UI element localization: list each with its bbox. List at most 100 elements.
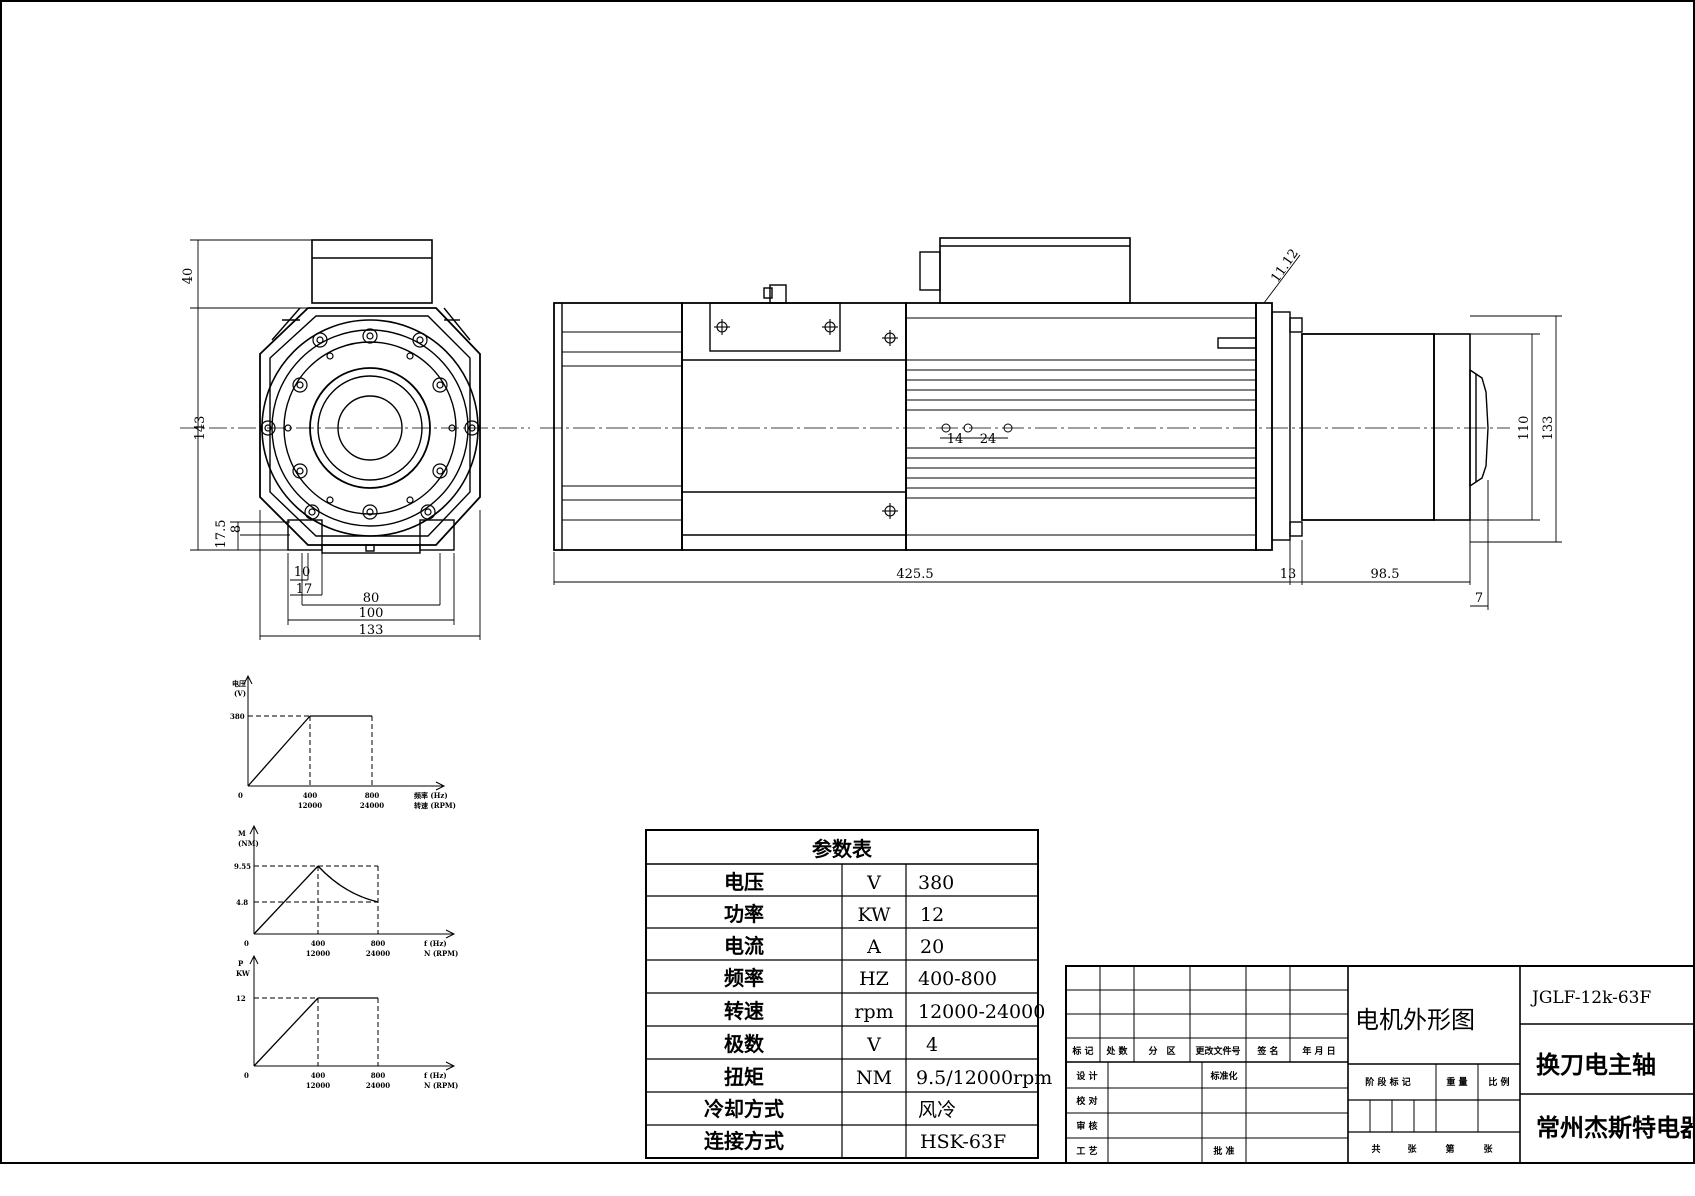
param-table-title: 参数表 (812, 837, 873, 861)
tb-header-zone: 分 区 (1148, 1045, 1175, 1057)
param-value: 9.5/12000rpm (916, 1067, 1052, 1089)
g3-ylabel-2: KW (236, 969, 250, 978)
param-value: 12000-24000 (918, 1001, 1045, 1023)
dim-133: 133 (359, 623, 384, 638)
tb-process: 工 艺 (1076, 1145, 1097, 1157)
tb-approve: 批 准 (1213, 1145, 1234, 1157)
dim-14: 14 (947, 432, 964, 447)
g1-ytick: 380 (230, 712, 245, 721)
dim-10: 10 (294, 565, 311, 580)
g2-origin: 0 (244, 939, 249, 948)
dim-110: 110 (1517, 416, 1532, 441)
param-value: 4 (926, 1034, 938, 1056)
param-value: 20 (920, 936, 944, 958)
g3-xtick2b: 24000 (366, 1081, 390, 1090)
tb-header-mark: 标 记 (1071, 1045, 1093, 1057)
param-value: 风冷 (918, 1099, 956, 1121)
tb-page-no: 第 (1445, 1143, 1454, 1155)
g1-xtick1a: 400 (303, 791, 318, 800)
dim-8: 8 (229, 525, 244, 533)
tb-check: 校 对 (1076, 1095, 1097, 1107)
title-block: 标 记 处 数 分 区 更改文件号 签 名 年 月 日 设 计 标准化 校 对 … (1065, 965, 1695, 1164)
g2-xlabel-1: f (Hz) (424, 939, 447, 948)
param-name: 电流 (724, 934, 764, 958)
param-unit: NM (856, 1067, 892, 1089)
torque-graph: M (NM) 9.55 4.8 0 400 12000 800 24000 f … (234, 824, 458, 958)
param-name: 转速 (724, 999, 764, 1023)
g1-xtick2b: 24000 (360, 801, 384, 810)
g2-ylabel-2: (NM) (238, 839, 259, 848)
g3-ytick: 12 (236, 994, 246, 1003)
g2-ytick-hi: 9.55 (234, 862, 251, 871)
param-name: 扭矩 (724, 1065, 764, 1089)
tb-company: 常州杰斯特电器 (1536, 1113, 1695, 1142)
g1-ylabel-1: 电压 (232, 679, 246, 688)
param-value: 400-800 (918, 968, 997, 990)
param-value: 380 (918, 872, 954, 894)
tb-sheets: 张 (1407, 1143, 1417, 1155)
dim-100: 100 (359, 606, 384, 621)
dim-24: 24 (980, 432, 997, 447)
tb-standardize: 标准化 (1209, 1070, 1237, 1082)
g3-ylabel-1: P (238, 959, 244, 968)
g2-xlabel-2: N (RPM) (424, 949, 458, 958)
sheet-border (0, 0, 1695, 1164)
g3-xlabel-1: f (Hz) (424, 1071, 447, 1080)
param-value: 12 (920, 904, 944, 926)
param-name: 功率 (724, 902, 764, 926)
g2-xtick2b: 24000 (366, 949, 390, 958)
parameter-table: 参数表 电压 V 380 功率 KW 12 电流 A 20 频率 HZ 400-… (645, 829, 1052, 1159)
g1-xlabel-1: 频率 (Hz) (414, 791, 448, 800)
param-unit: KW (857, 904, 891, 926)
tb-header-signature: 签 名 (1256, 1045, 1278, 1057)
tb-header-count: 处 数 (1105, 1045, 1128, 1057)
tb-drawing-name: 电机外形图 (1355, 1006, 1475, 1034)
front-view (180, 239, 530, 640)
tb-scale: 比 例 (1488, 1076, 1509, 1088)
tb-total: 共 (1371, 1143, 1380, 1155)
dim-7: 7 (1475, 591, 1483, 606)
param-unit: HZ (859, 968, 889, 990)
g3-xlabel-2: N (RPM) (424, 1081, 458, 1090)
dim-143: 143 (193, 416, 208, 441)
tb-header-date: 年 月 日 (1302, 1045, 1335, 1057)
tb-sheet-end: 张 (1483, 1143, 1493, 1155)
g3-origin: 0 (244, 1071, 249, 1080)
tb-model: JGLF-12k-63F (1530, 988, 1651, 1008)
tb-product: 换刀电主轴 (1536, 1050, 1656, 1079)
dim-17: 17 (296, 582, 313, 597)
dim-98-5: 98.5 (1371, 567, 1400, 582)
param-name: 极数 (724, 1032, 765, 1056)
power-graph: P KW 12 0 400 12000 800 24000 f (Hz) N (… (236, 954, 458, 1090)
tb-header-change-doc: 更改文件号 (1195, 1045, 1240, 1057)
param-unit: A (866, 936, 881, 958)
g3-xtick2a: 800 (371, 1071, 386, 1080)
g3-xtick1b: 12000 (306, 1081, 330, 1090)
g1-xtick2a: 800 (365, 791, 380, 800)
g2-ytick-lo: 4.8 (236, 898, 248, 907)
g2-xtick1b: 12000 (306, 949, 330, 958)
param-name: 电压 (724, 870, 764, 894)
g2-xtick2a: 800 (371, 939, 386, 948)
tb-design: 设 计 (1076, 1070, 1097, 1082)
g1-origin: 0 (238, 791, 243, 800)
param-name: 连接方式 (704, 1129, 784, 1153)
g2-ylabel-1: M (238, 829, 246, 838)
g2-xtick1a: 400 (311, 939, 326, 948)
dim-11-12: 11.12 (1268, 246, 1302, 285)
dim-40: 40 (181, 268, 196, 285)
voltage-graph: 电压 (V) 380 0 400 12000 800 24000 频率 (Hz)… (230, 674, 456, 810)
tb-review: 审 核 (1076, 1120, 1097, 1132)
tb-stage-mark: 阶 段 标 记 (1365, 1076, 1410, 1088)
side-view-dimensions: 11.12 14 24 425.5 13 98.5 7 110 133 (896, 246, 1556, 606)
dim-133-side: 133 (1541, 416, 1556, 441)
g1-xlabel-2: 转速 (RPM) (414, 801, 456, 810)
front-view-dimensions: 40 143 17.5 8 10 17 80 100 133 (181, 268, 383, 638)
side-view (540, 237, 1562, 610)
dim-17-5: 17.5 (214, 520, 229, 549)
param-name: 频率 (724, 966, 764, 990)
g1-ylabel-2: (V) (234, 689, 246, 698)
param-value: HSK-63F (920, 1131, 1006, 1153)
dim-80: 80 (363, 591, 380, 606)
